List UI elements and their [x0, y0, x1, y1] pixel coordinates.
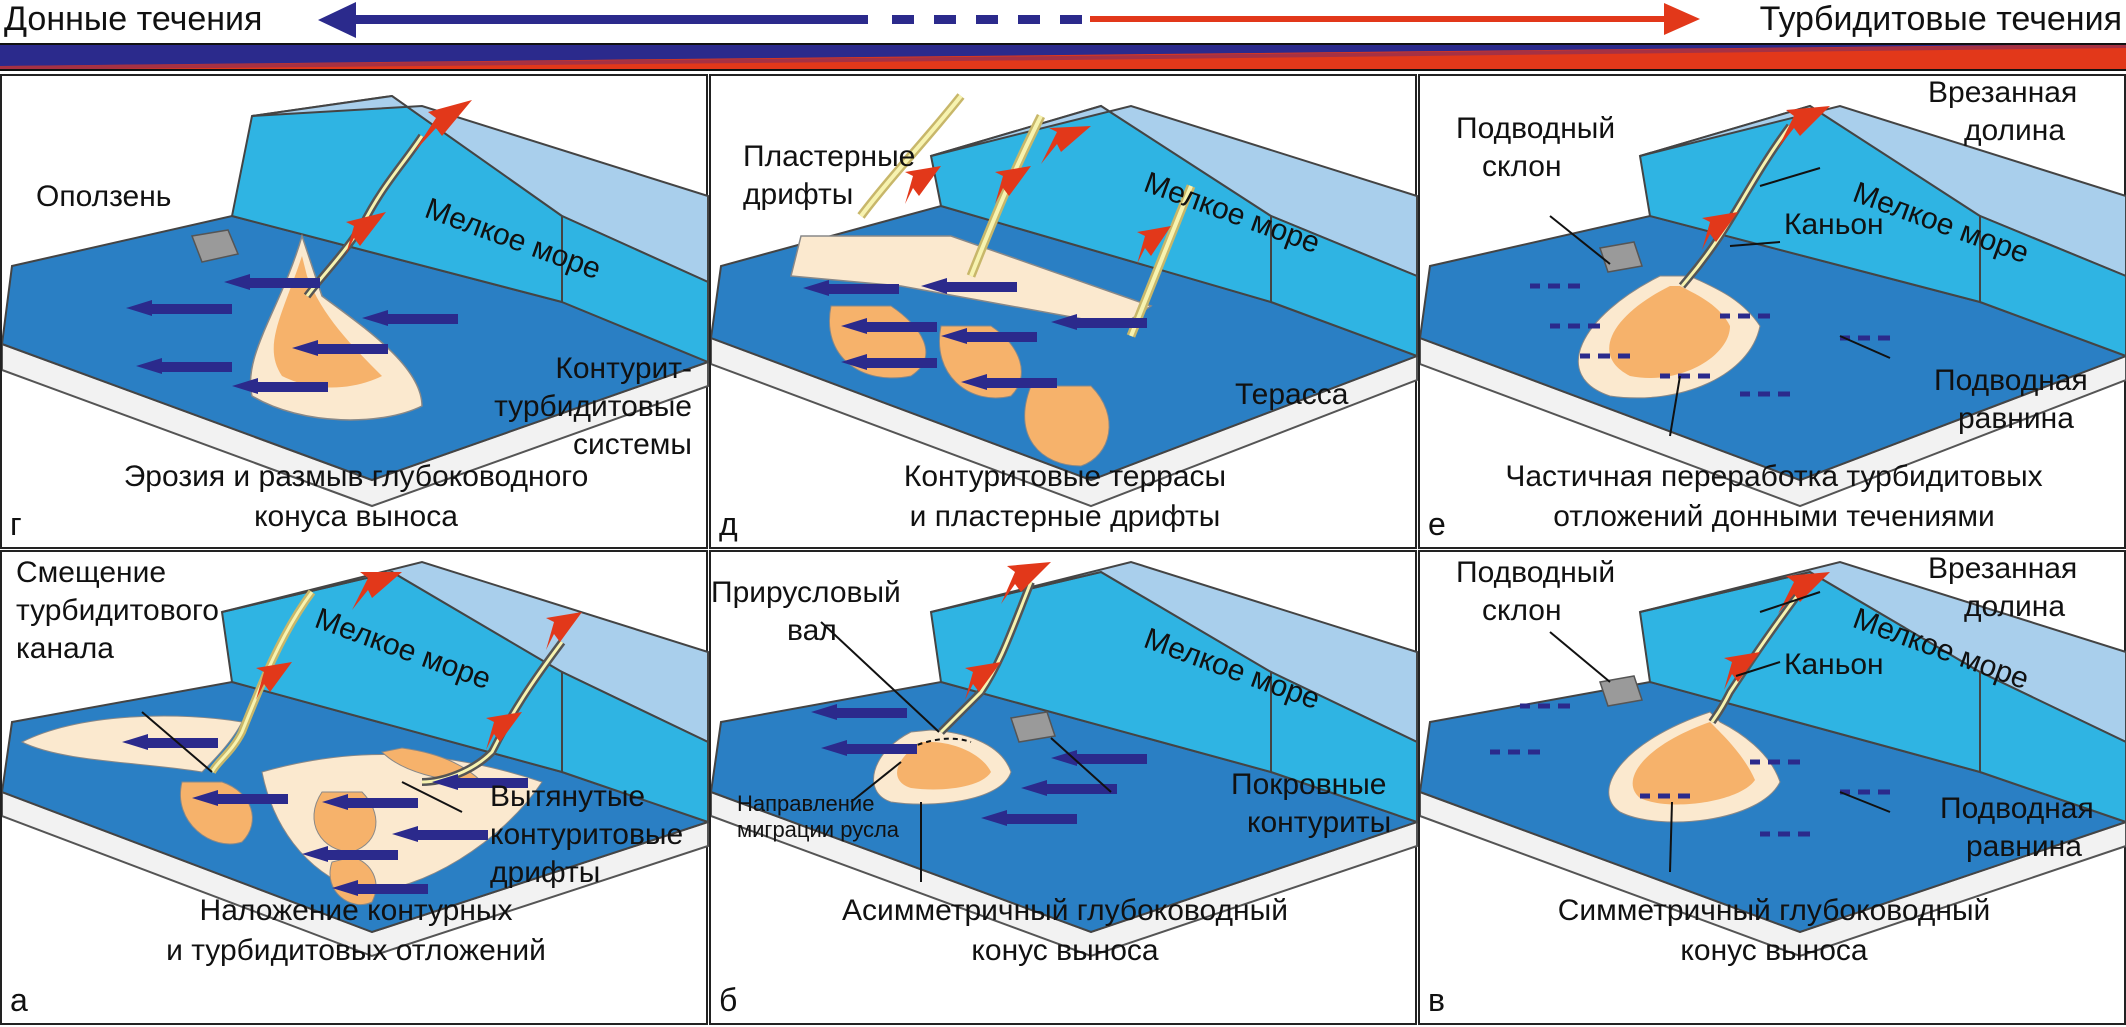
turbidite-arrow-shaft [1090, 16, 1668, 22]
slope-label-1: Подводный [1456, 112, 1615, 146]
caption-e-1: Частичная переработка турбидитовых [1420, 460, 2126, 494]
bottom-current-arrowhead [318, 2, 356, 38]
caption-d-2: и пластерные дрифты [711, 500, 1419, 534]
panel-letter-a: а [10, 982, 28, 1019]
caption-g-2: конуса выноса [2, 500, 710, 534]
drift-label-2: дрифты [743, 178, 853, 212]
bottom-current-arrow-shaft [354, 15, 868, 24]
system-label-1: Контурит- [555, 352, 692, 386]
panel-letter-b: б [719, 982, 737, 1019]
slope-label-v-1: Подводный [1456, 556, 1615, 590]
turbidite-arrowhead [1664, 3, 1700, 35]
levee-label-1: Прирусловый [711, 576, 901, 610]
dash-2 [934, 15, 956, 24]
plain-label-2: равнина [1958, 402, 2074, 436]
panel-letter-e: е [1428, 506, 1446, 543]
plain-label-v-1: Подводная [1940, 792, 2094, 826]
shift-label-1: Смещение [16, 556, 166, 590]
migration-label-1: Направление [737, 792, 874, 816]
elongated-drift-label-3: дрифты [490, 856, 600, 890]
terrace-label: Терасса [1235, 378, 1348, 412]
dash-5 [1060, 15, 1082, 24]
dash-3 [976, 15, 998, 24]
elongated-drift-label-2: контуритовые [490, 818, 683, 852]
cover-contourite-label-2: контуриты [1247, 806, 1391, 840]
plain-label-1: Подводная [1934, 364, 2088, 398]
dash-1 [892, 15, 914, 24]
migration-label-2: миграции русла [737, 818, 899, 842]
panel-v: Мелкое море Подводный склон Врезанная до… [1418, 550, 2126, 1025]
panel-e: Мелкое море Подводный склон Врезанная до… [1418, 74, 2126, 549]
canyon-label: Каньон [1784, 208, 1884, 242]
elongated-drift-label-1: Вытянутые [490, 780, 645, 814]
valley-label-2: долина [1964, 114, 2065, 148]
landslide-label: Оползень [36, 180, 171, 214]
caption-b-1: Асимметричный глубоководный [711, 894, 1419, 928]
panel-d: Мелкое море Пластерные дрифты Терасса Ко… [709, 74, 1417, 549]
system-label-2: турбидитовые [494, 390, 692, 424]
system-label-3: системы [573, 428, 692, 462]
canyon-label-v: Каньон [1784, 648, 1884, 682]
panel-g: Мелкое море Оползень Контурит- турбидито… [0, 74, 708, 549]
panel-b: Мелкое море Прирусловый вал Направление … [709, 550, 1417, 1025]
valley-label-v-2: долина [1964, 590, 2065, 624]
shift-label-2: турбидитового [16, 594, 219, 628]
valley-label-1: Врезанная [1928, 76, 2077, 110]
caption-a-2: и турбидитовых отложений [2, 934, 710, 968]
caption-v-1: Симметричный глубоководный [1420, 894, 2126, 928]
panel-letter-v: в [1428, 982, 1445, 1019]
slope-label-v-2: склон [1482, 594, 1562, 628]
levee-label-2: вал [787, 614, 837, 648]
header-graphic [0, 0, 2126, 74]
panel-letter-g: г [10, 506, 22, 543]
plain-label-v-2: равнина [1966, 830, 2082, 864]
valley-label-v-1: Врезанная [1928, 552, 2077, 586]
shift-label-3: канала [16, 632, 114, 666]
caption-a-1: Наложение контурных [2, 894, 710, 928]
panel-a: Мелкое море Смещение турбидитового канал… [0, 550, 708, 1025]
caption-e-2: отложений донными течениями [1420, 500, 2126, 534]
drift-label-1: Пластерные [743, 140, 915, 174]
caption-g-1: Эрозия и размыв глубоководного [2, 460, 710, 494]
diagram-grid: Мелкое море Оползень Контурит- турбидито… [0, 74, 2126, 1026]
caption-v-2: конус выноса [1420, 934, 2126, 968]
panel-letter-d: д [719, 506, 738, 543]
slope-label-2: склон [1482, 150, 1562, 184]
caption-d-1: Контуритовые террасы [711, 460, 1419, 494]
caption-b-2: конус выноса [711, 934, 1419, 968]
cover-contourite-label-1: Покровные [1231, 768, 1387, 802]
dash-4 [1018, 15, 1040, 24]
